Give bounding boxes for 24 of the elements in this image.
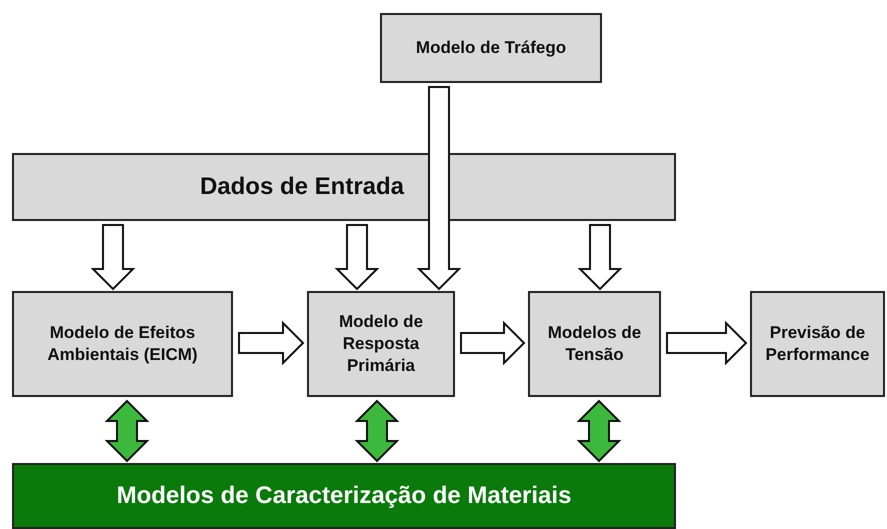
- node-label: Previsão de Performance: [764, 322, 870, 366]
- block-arrow: [578, 224, 622, 290]
- block-arrow: [416, 86, 462, 290]
- block-arrow: [90, 224, 136, 290]
- node-label: Dados de Entrada: [200, 172, 404, 202]
- node-label: Modelos de Caracterização de Materiais: [116, 481, 572, 512]
- block-arrow: [334, 224, 380, 290]
- output-box: [750, 291, 885, 397]
- model-box: [528, 291, 661, 397]
- model-box: [380, 13, 602, 83]
- model-box: [307, 291, 455, 397]
- block-arrow: [666, 320, 748, 366]
- block-arrow: [460, 320, 526, 366]
- block-arrow: [104, 400, 150, 462]
- block-arrow: [238, 320, 304, 366]
- node-label: Modelo de Efeitos Ambientais (EICM): [46, 322, 199, 366]
- node-label: Modelos de Tensão: [546, 322, 642, 366]
- node-label: Modelo de Tráfego: [416, 36, 566, 59]
- block-arrow: [354, 400, 400, 462]
- model-box: [12, 291, 233, 397]
- block-arrow: [576, 400, 622, 462]
- input-data-bar: [12, 153, 676, 221]
- node-label: Modelo de Resposta Primária: [338, 310, 424, 378]
- materials-bar: [12, 463, 676, 529]
